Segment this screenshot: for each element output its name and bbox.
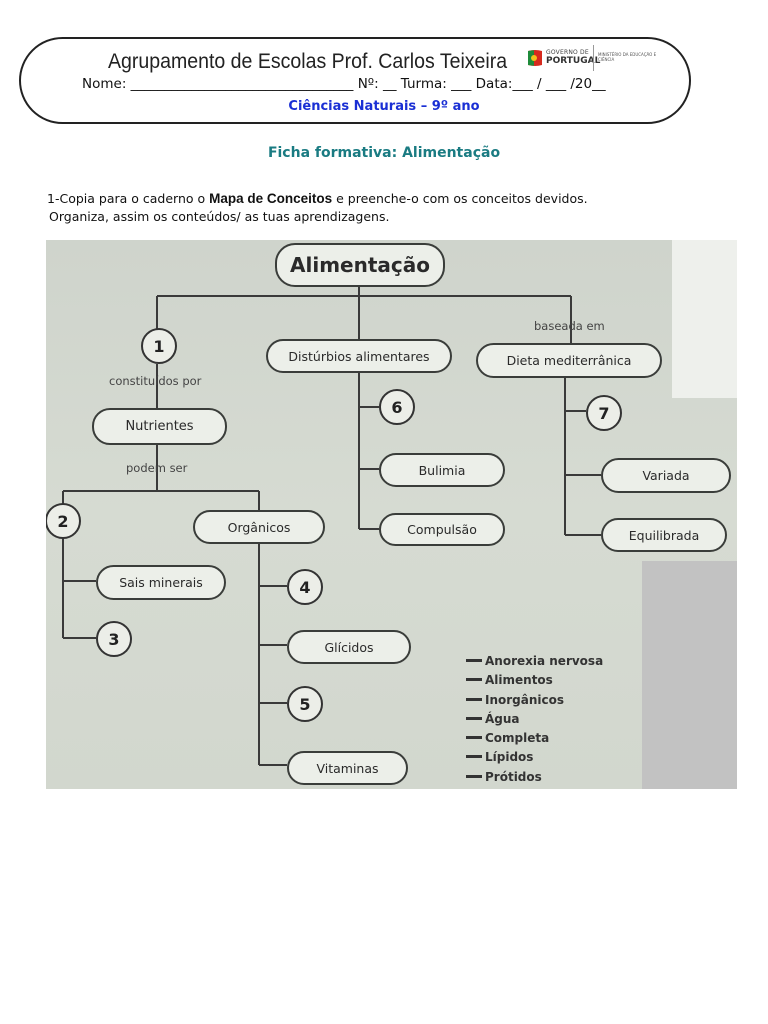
node-vitaminas: Vitaminas [287,751,408,785]
photo-glare-patch [672,240,737,398]
word-bank-label: Completa [485,731,550,746]
node-nutrientes: Nutrientes [92,408,227,445]
blank-circle-7: 7 [586,395,622,431]
link-label-podem-ser: podem ser [126,461,188,475]
photo-gray-patch [642,561,737,789]
logo-line1: GOVERNO DE [546,49,589,56]
link-label-baseada-em: baseada em [534,319,605,333]
logo-line2: PORTUGAL [546,56,601,66]
instruction-line-2: Organiza, assim os conteúdos/ as tuas ap… [49,209,390,224]
node-bulimia: Bulimia [379,453,505,487]
node-glicidos: Glícidos [287,630,411,664]
blank-circle-1: 1 [141,328,177,364]
word-bank-label: Água [485,711,520,726]
header-box [19,37,691,124]
logo-ministry: MINISTÉRIO DA EDUCAÇÃO E CIÊNCIA [598,52,657,62]
blank-circle-5: 5 [287,686,323,722]
dash-icon [466,736,482,740]
word-bank-item: Alimentos [466,673,603,692]
word-bank-item: Completa [466,731,603,750]
link-label-constituidos-por: constituídos por [109,374,202,388]
dash-icon [466,716,482,720]
word-bank-item: Prótidos [466,770,603,789]
school-name: Agrupamento de Escolas Prof. Carlos Teix… [108,50,508,73]
word-bank-label: Prótidos [485,769,542,784]
blank-circle-2: 2 [46,503,81,539]
concept-map-connectors [62,287,601,766]
node-equilibrada: Equilibrada [601,518,727,552]
node-variada: Variada [601,458,731,493]
dash-icon [466,755,482,759]
word-bank: Anorexia nervosa Alimentos Inorgânicos Á… [466,654,603,789]
word-bank-item: Lípidos [466,750,603,769]
word-bank-item: Anorexia nervosa [466,654,603,673]
subject-title: Ciências Naturais – 9º ano [288,99,480,114]
blank-circle-4: 4 [287,569,323,605]
student-info-line: Nome: _________________________________ … [82,76,606,92]
logo-separator [593,45,594,71]
node-alimentacao: Alimentação [275,243,445,287]
node-dieta-mediterranica: Dieta mediterrânica [476,343,662,378]
dash-icon [466,678,482,682]
node-disturbios-alimentares: Distúrbios alimentares [266,339,452,373]
node-organicos: Orgânicos [193,510,325,544]
government-logo: GOVERNO DE PORTUGAL MINISTÉRIO DA EDUCAÇ… [527,45,669,73]
instruction-part-1: 1-Copia para o caderno o [47,191,210,206]
node-compulsao: Compulsão [379,513,505,546]
word-bank-label: Lípidos [485,750,534,765]
blank-circle-6: 6 [379,389,415,425]
dash-icon [466,697,482,701]
word-bank-item: Inorgânicos [466,693,603,712]
instruction-line-1: 1-Copia para o caderno o Mapa de Conceit… [47,191,588,206]
concept-map-image: Alimentação baseada em 1 Distúrbios alim… [46,240,737,789]
sheet-title: Ficha formativa: Alimentação [267,145,501,161]
node-sais-minerais: Sais minerais [96,565,226,600]
instruction-part-2: e preenche-o com os conceitos devidos. [332,191,588,206]
dash-icon [466,774,482,778]
dash-icon [466,659,482,662]
instruction-emphasis: Mapa de Conceitos [209,191,333,206]
word-bank-label: Alimentos [485,673,553,688]
blank-circle-3: 3 [96,621,132,657]
portugal-flag-icon [528,50,542,66]
word-bank-label: Inorgânicos [485,692,565,707]
word-bank-item: Água [466,712,603,731]
word-bank-label: Anorexia nervosa [485,654,604,668]
